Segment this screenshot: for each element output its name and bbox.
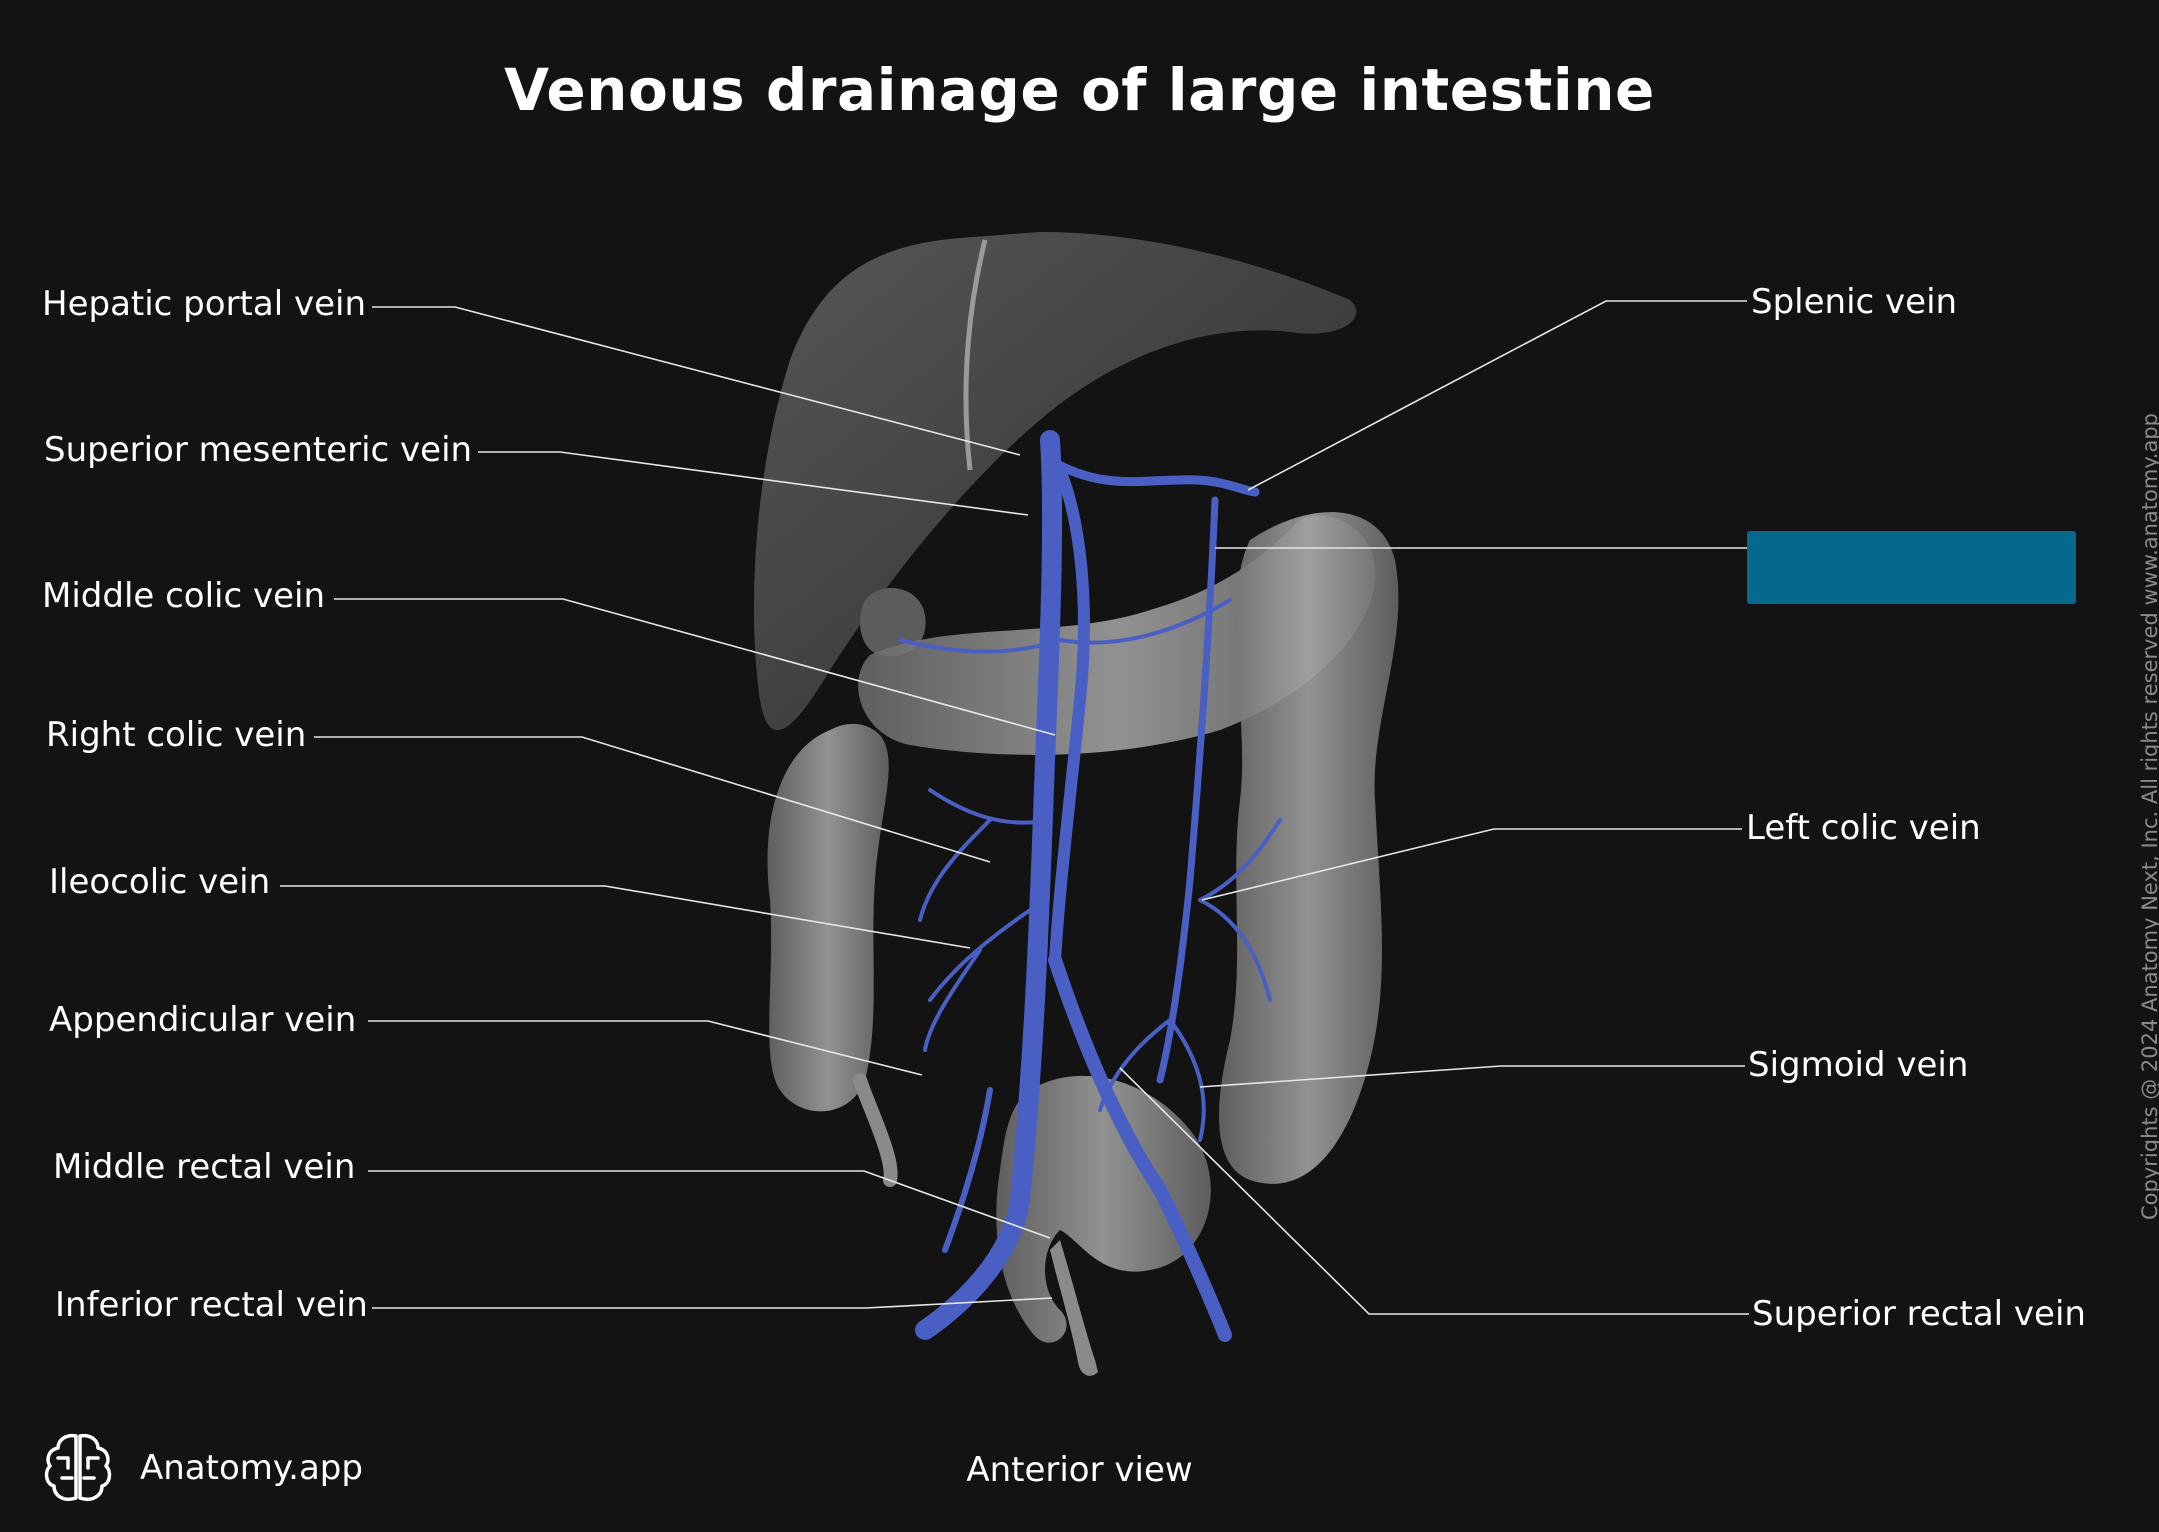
inferior-mesenteric-vein-path xyxy=(1156,496,1219,1084)
leader-ileocolic xyxy=(280,885,971,949)
hidden-answer-box[interactable] xyxy=(1747,531,2076,604)
superior-rectal-trunk xyxy=(1048,953,1232,1342)
gallbladder-shape xyxy=(860,588,926,657)
appendix xyxy=(853,1073,898,1187)
middle-colic-branches xyxy=(898,598,1232,654)
descending-colon xyxy=(1218,512,1399,1184)
leader-appendicular xyxy=(368,1020,923,1076)
liver-shape xyxy=(753,232,1357,731)
splenic-vein-path xyxy=(1045,455,1260,497)
leader-middle-colic xyxy=(334,598,1056,736)
leader-superior-mesenteric xyxy=(478,451,1029,516)
sigmoid-colon xyxy=(996,1075,1211,1343)
label-splenic-vein: Splenic vein xyxy=(1751,282,1958,322)
leader-left-colic xyxy=(1201,828,1742,901)
label-appendicular-vein: Appendicular vein xyxy=(49,1000,357,1040)
leader-right-colic xyxy=(314,736,991,863)
leader-superior-rectal xyxy=(1119,1067,1749,1315)
ascending-colon xyxy=(767,723,889,1112)
label-superior-rectal-vein: Superior rectal vein xyxy=(1752,1294,2086,1334)
label-left-colic-vein: Left colic vein xyxy=(1746,808,1981,848)
label-hepatic-portal-vein: Hepatic portal vein xyxy=(42,284,366,324)
label-sigmoid-vein: Sigmoid vein xyxy=(1748,1045,1969,1085)
middle-rectal-vein-path xyxy=(942,1087,993,1253)
vein-network xyxy=(898,430,1282,1342)
leader-hepatic-portal xyxy=(372,306,1021,456)
brand-name: Anatomy.app xyxy=(140,1448,363,1488)
leader-sigmoid xyxy=(1199,1065,1745,1088)
leader-inferior-rectal xyxy=(372,1297,1053,1309)
diagram-title: Venous drainage of large intestine xyxy=(504,56,1655,124)
falciform-ligament xyxy=(963,239,988,471)
brain-icon xyxy=(44,1433,112,1501)
right-colic-branches xyxy=(918,788,1052,922)
leader-middle-rectal xyxy=(368,1170,1051,1239)
view-caption: Anterior view xyxy=(966,1450,1193,1490)
copyright-notice: Copyrights @ 2024 Anatomy Next, Inc. All… xyxy=(2138,413,2159,1220)
leader-splenic xyxy=(1247,300,1747,491)
label-middle-rectal-vein: Middle rectal vein xyxy=(53,1147,356,1187)
left-colic-branches xyxy=(1198,818,1282,1002)
label-middle-colic-vein: Middle colic vein xyxy=(42,576,326,616)
superior-mesenteric-branch xyxy=(1049,464,1090,966)
rectum xyxy=(1050,1240,1098,1376)
label-right-colic-vein: Right colic vein xyxy=(46,715,307,755)
leader-lines xyxy=(280,300,1749,1315)
sigmoid-branches xyxy=(1098,1018,1206,1142)
ileocolic-branches xyxy=(923,898,1047,1052)
label-inferior-rectal-vein: Inferior rectal vein xyxy=(55,1285,368,1325)
label-ileocolic-vein: Ileocolic vein xyxy=(49,862,271,902)
label-superior-mesenteric-vein: Superior mesenteric vein xyxy=(44,430,473,470)
portal-vein-trunk xyxy=(915,430,1063,1340)
